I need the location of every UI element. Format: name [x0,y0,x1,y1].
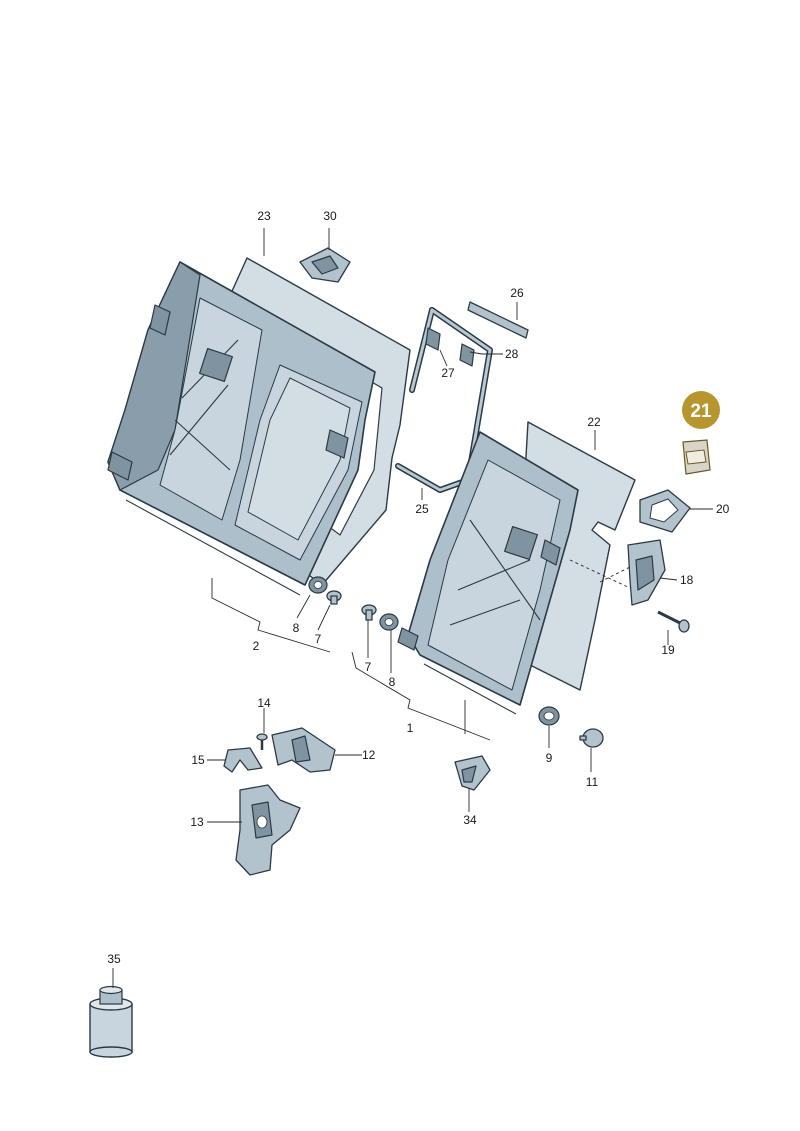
part-15-bracket [223,747,263,773]
part-8-bushing-right [379,613,399,631]
part-27-clip [425,327,441,351]
part-9-bushing [538,706,560,726]
callout-28: 28 [505,347,519,361]
callout-8-left: 8 [293,621,300,635]
callout-15: 15 [191,753,205,767]
callout-9: 9 [546,751,553,765]
callout-21: 21 [690,401,712,422]
part-7-screw-right [361,604,377,621]
callout-1: 1 [407,721,414,735]
part-28-clip [459,343,475,367]
part-30-handle-trim [299,247,351,283]
callout-14: 14 [257,696,271,710]
part-13-hinge [235,784,301,876]
part-2-backrest-frame-left [107,261,376,596]
part-7-screw-left [326,590,342,605]
part-35-can [89,985,133,1058]
leader-lines [112,228,713,988]
callout-30: 30 [323,209,337,223]
part-12-cover [271,727,336,773]
callout-18: 18 [680,573,694,587]
callout-19: 19 [661,643,675,657]
callout-13: 13 [190,815,204,829]
callout-7-left: 7 [315,632,322,646]
callout-8-right: 8 [389,675,396,689]
callout-23: 23 [257,209,271,223]
part-26-strip [467,301,529,339]
part-11-cap [579,728,604,748]
callout-12: 12 [362,748,376,762]
part-14-screw [256,733,268,750]
part-1-backrest-frame-right [397,431,579,715]
callout-20: 20 [716,502,730,516]
part-8-bushing-left [308,576,328,594]
callout-25: 25 [415,502,429,516]
part-18-latch [627,539,666,606]
part-21-highlighted [682,439,711,475]
callout-26: 26 [510,286,524,300]
callout-7-right: 7 [365,660,372,674]
callout-2: 2 [253,639,260,653]
callout-22: 22 [587,415,601,429]
highlight-badge-21 [682,391,720,429]
callout-11: 11 [586,775,599,789]
callout-34: 34 [463,813,477,827]
callout-labels: 23 30 26 28 27 21 22 25 20 18 19 8 7 2 7… [107,209,729,966]
part-19-bolt [657,610,690,633]
callout-35: 35 [107,952,121,966]
part-20-bezel [639,489,691,533]
part-34-guide [454,755,491,791]
callout-27: 27 [441,366,455,380]
